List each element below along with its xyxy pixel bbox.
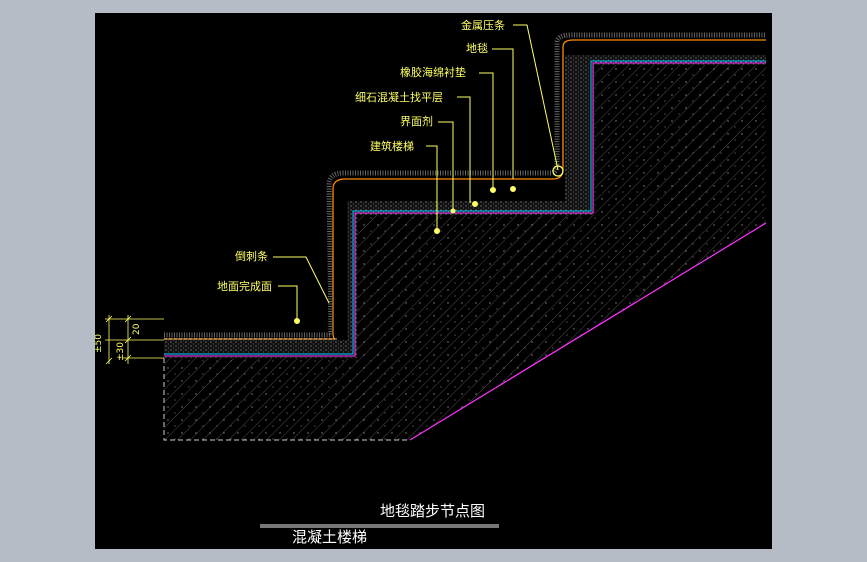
dim-50: ±50 xyxy=(95,334,104,353)
label-stair-structure: 建筑楼梯 xyxy=(370,139,414,153)
drawing-subtitle: 混凝土楼梯 xyxy=(292,528,367,546)
label-rubber-pad: 橡胶海绵衬垫 xyxy=(400,65,466,79)
dim-30: ±30 xyxy=(116,342,126,361)
stair-detail-drawing: 金属压条 地毯 橡胶海绵衬垫 细石混凝土找平层 界面剂 建筑楼梯 倒刺条 地面完… xyxy=(95,18,767,546)
label-barb-strip: 倒刺条 xyxy=(235,249,268,263)
carpet-pile xyxy=(164,32,766,338)
drawing-title: 地毯踏步节点图 xyxy=(380,502,485,520)
carpet-line xyxy=(164,39,766,340)
dim-20: 20 xyxy=(132,323,142,335)
rubber-pad-line xyxy=(164,60,766,355)
dimension-lines xyxy=(105,315,164,365)
label-carpet: 地毯 xyxy=(466,41,488,55)
finish-layers xyxy=(164,32,766,358)
callout-labels: 金属压条 地毯 橡胶海绵衬垫 细石混凝土找平层 界面剂 建筑楼梯 倒刺条 地面完… xyxy=(217,18,505,293)
interface-agent-line xyxy=(164,62,766,357)
label-interface-agent: 界面剂 xyxy=(400,114,433,128)
label-finished-floor: 地面完成面 xyxy=(217,279,272,293)
leader-lines xyxy=(273,24,559,324)
title-block: 地毯踏步节点图 混凝土楼梯 xyxy=(260,502,499,546)
label-screed: 细石混凝土找平层 xyxy=(355,90,443,104)
label-metal-strip: 金属压条 xyxy=(461,18,505,32)
metal-strip-marker xyxy=(552,165,564,177)
stair-concrete-body xyxy=(163,65,767,441)
stair-soffit-line xyxy=(409,222,767,441)
cad-canvas: 金属压条 地毯 橡胶海绵衬垫 细石混凝土找平层 界面剂 建筑楼梯 倒刺条 地面完… xyxy=(95,13,772,549)
